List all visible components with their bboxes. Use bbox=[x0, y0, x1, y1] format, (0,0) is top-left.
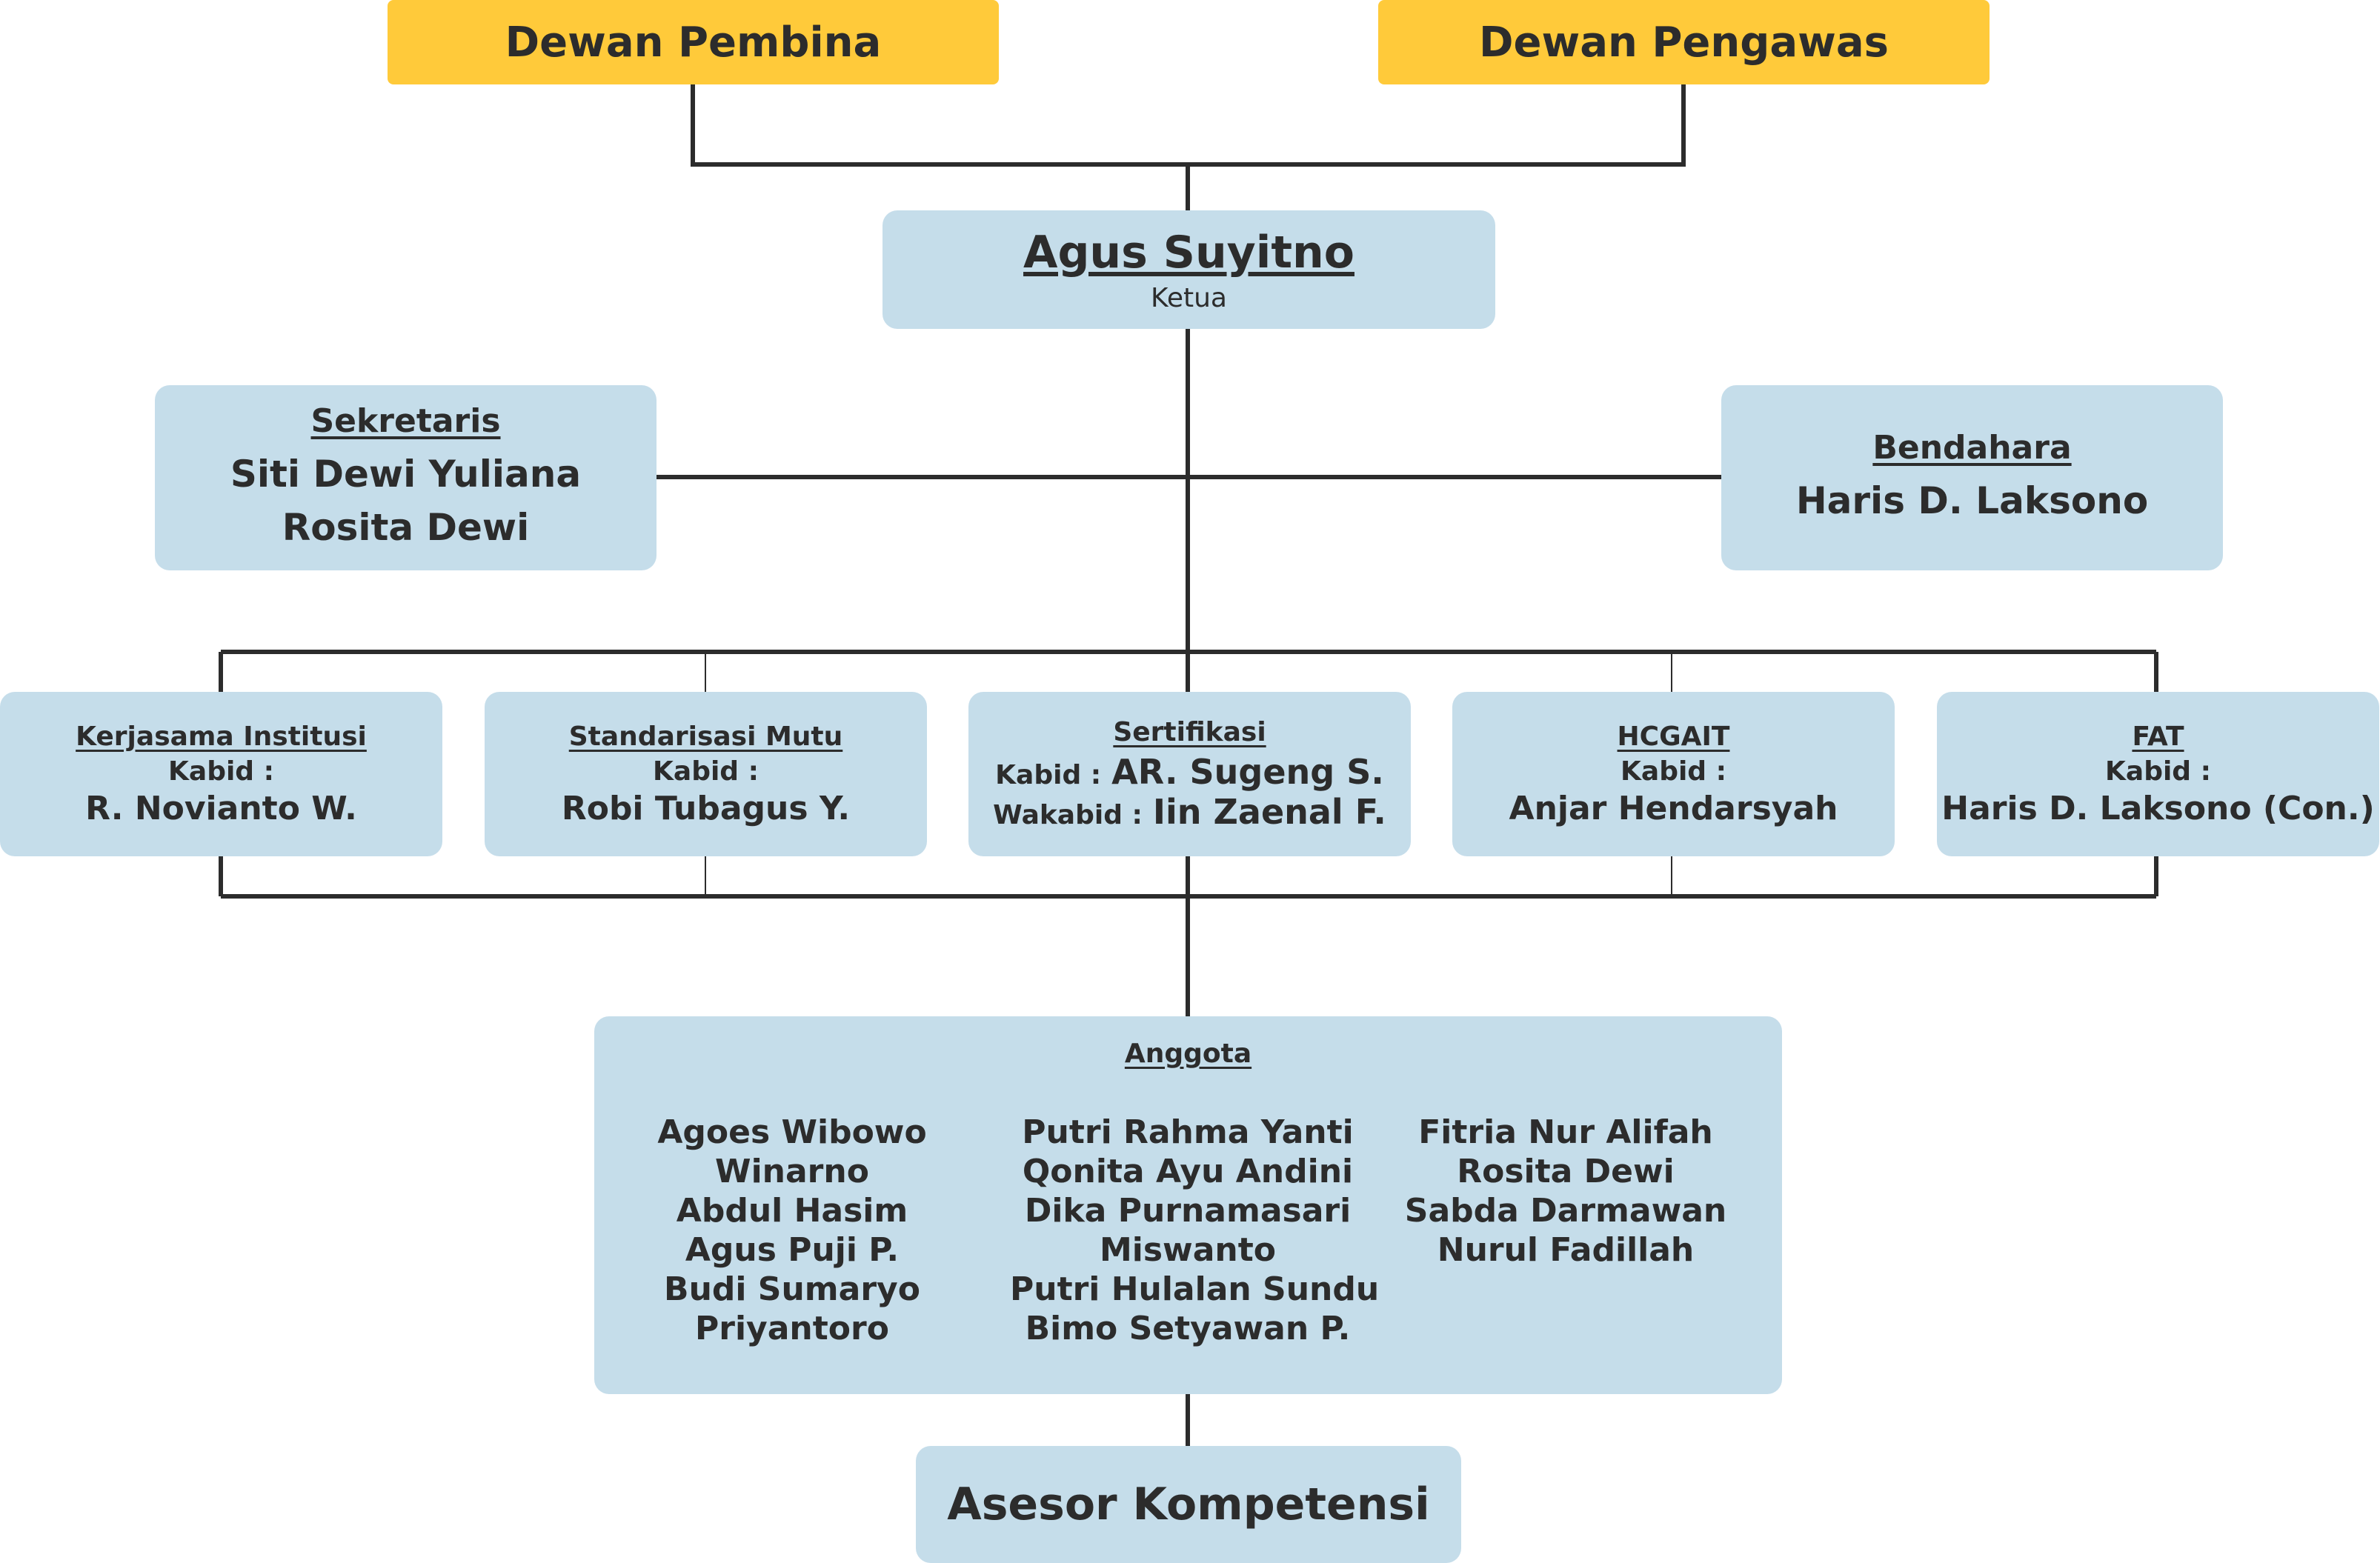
member-name: Abdul Hasim bbox=[676, 1192, 908, 1230]
member-name: Putri Hulalan Sundu bbox=[1010, 1270, 1380, 1308]
division-label: Kabid : bbox=[2105, 756, 2211, 787]
division-heading: FAT bbox=[2132, 721, 2184, 752]
division-head-name: AR. Sugeng S. bbox=[1111, 751, 1384, 792]
member-name: Qonita Ayu Andini bbox=[1022, 1153, 1354, 1190]
member-name: Agus Puji P. bbox=[685, 1231, 900, 1269]
division-label: Kabid : bbox=[995, 759, 1102, 790]
chair-name: Agus Suyitno bbox=[1023, 226, 1354, 279]
division-heading: Kerjasama Institusi bbox=[76, 721, 367, 752]
division-fat-box: FAT Kabid : Haris D. Laksono (Con.) bbox=[1937, 692, 2379, 856]
members-column: Fitria Nur Alifah Rosita Dewi Sabda Darm… bbox=[1388, 1113, 1744, 1270]
secretary-name: Siti Dewi Yuliana bbox=[230, 452, 582, 496]
division-label: Kabid : bbox=[653, 756, 759, 787]
division-sertifikasi-box: Sertifikasi Kabid : AR. Sugeng S. Wakabi… bbox=[968, 692, 1411, 856]
division-heading: Standarisasi Mutu bbox=[568, 721, 843, 752]
division-deputy-name: Iin Zaenal F. bbox=[1152, 791, 1386, 832]
division-head-row: Kabid : AR. Sugeng S. bbox=[995, 752, 1384, 792]
chair-role: Ketua bbox=[1151, 282, 1227, 313]
member-name: Winarno bbox=[715, 1153, 869, 1190]
division-head-name: Anjar Hendarsyah bbox=[1509, 789, 1838, 827]
treasurer-heading: Bendahara bbox=[1872, 428, 2072, 467]
member-name: Putri Rahma Yanti bbox=[1022, 1113, 1354, 1151]
chair-box: Agus Suyitno Ketua bbox=[882, 210, 1495, 329]
division-deputy-label: Wakabid : bbox=[993, 799, 1143, 830]
division-label: Kabid : bbox=[1621, 756, 1726, 787]
division-heading: HCGAIT bbox=[1617, 721, 1730, 752]
member-name: Budi Sumaryo bbox=[664, 1270, 920, 1308]
assessor-title: Asesor Kompetensi bbox=[947, 1479, 1430, 1530]
treasurer-name: Haris D. Laksono bbox=[1795, 479, 2149, 522]
assessor-box: Asesor Kompetensi bbox=[916, 1446, 1461, 1563]
connector-top bbox=[691, 83, 1686, 167]
member-name: Sabda Darmawan bbox=[1404, 1192, 1727, 1230]
dewan-pengawas-box: Dewan Pengawas bbox=[1378, 0, 1990, 84]
division-label: Kabid : bbox=[168, 756, 274, 787]
member-name: Nurul Fadillah bbox=[1437, 1231, 1695, 1269]
division-kerjasama-box: Kerjasama Institusi Kabid : R. Novianto … bbox=[0, 692, 442, 856]
dewan-pembina-box: Dewan Pembina bbox=[388, 0, 999, 84]
member-name: Miswanto bbox=[1100, 1231, 1276, 1269]
division-standarisasi-box: Standarisasi Mutu Kabid : Robi Tubagus Y… bbox=[485, 692, 927, 856]
dewan-pengawas-label: Dewan Pengawas bbox=[1479, 18, 1889, 67]
members-column: Putri Rahma Yanti Qonita Ayu Andini Dika… bbox=[1010, 1113, 1380, 1348]
members-heading: Anggota bbox=[1124, 1039, 1252, 1069]
division-head-name: Haris D. Laksono (Con.) bbox=[1941, 789, 2375, 827]
secretary-heading: Sekretaris bbox=[310, 401, 501, 440]
division-head-name: Robi Tubagus Y. bbox=[561, 789, 851, 827]
members-column: Agoes Wibowo Winarno Abdul Hasim Agus Pu… bbox=[614, 1113, 970, 1348]
treasurer-box: Bendahara Haris D. Laksono bbox=[1721, 385, 2223, 570]
dewan-pembina-label: Dewan Pembina bbox=[505, 18, 882, 67]
members-box: Anggota Agoes Wibowo Winarno Abdul Hasim… bbox=[594, 1016, 1782, 1394]
division-head-name: R. Novianto W. bbox=[85, 789, 357, 827]
member-name: Priyantoro bbox=[695, 1310, 889, 1347]
member-name: Rosita Dewi bbox=[1457, 1153, 1675, 1190]
division-heading: Sertifikasi bbox=[1113, 716, 1266, 747]
member-name: Fitria Nur Alifah bbox=[1418, 1113, 1713, 1151]
member-name: Dika Purnamasari bbox=[1024, 1192, 1352, 1230]
division-deputy-row: Wakabid : Iin Zaenal F. bbox=[993, 792, 1386, 832]
secretary-name: Rosita Dewi bbox=[282, 505, 530, 549]
division-hcgait-box: HCGAIT Kabid : Anjar Hendarsyah bbox=[1452, 692, 1895, 856]
secretary-box: Sekretaris Siti Dewi Yuliana Rosita Dewi bbox=[155, 385, 657, 570]
member-name: Bimo Setyawan P. bbox=[1025, 1310, 1351, 1347]
member-name: Agoes Wibowo bbox=[657, 1113, 927, 1151]
